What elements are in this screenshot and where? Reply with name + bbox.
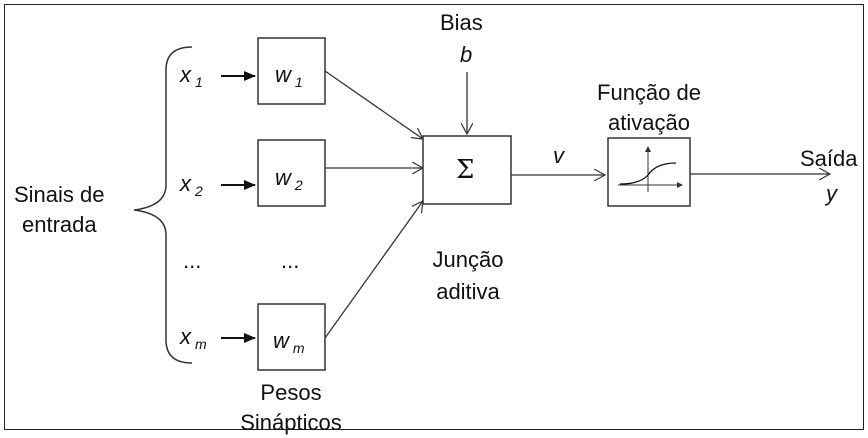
input-signals-label: Sinais de entrada	[14, 180, 105, 240]
w2-subscript: 2	[294, 177, 303, 193]
synaptic-weights-line1: Pesos	[260, 380, 322, 405]
wm-subscript: m	[292, 340, 305, 356]
wm-to-sum-arrow	[324, 201, 423, 339]
diagram-frame	[4, 4, 864, 430]
summing-junction-line2: aditiva	[436, 279, 500, 304]
w1-symbol: w	[275, 62, 291, 87]
x1-symbol: x	[180, 62, 191, 87]
activation-line2: ativação	[608, 110, 690, 135]
sigmoid-graph-icon	[618, 146, 683, 192]
xm-symbol: x	[180, 324, 191, 349]
wm-symbol: w	[273, 328, 289, 353]
w2-symbol: w	[275, 165, 291, 190]
synaptic-weights-label: Pesos Sinápticos	[226, 378, 356, 438]
xm-subscript: m	[195, 336, 207, 352]
w1-subscript: 1	[294, 74, 303, 90]
summing-junction-box	[422, 135, 512, 205]
summing-junction-line1: Junção	[432, 247, 504, 272]
sum-symbol: Σ	[456, 155, 475, 185]
weight-ellipsis: ...	[281, 248, 300, 273]
output-symbol: y	[826, 181, 837, 206]
summing-junction-label: Junção aditiva	[408, 244, 528, 308]
bias-symbol: b	[460, 42, 473, 67]
x2-subscript: 2	[195, 183, 203, 199]
x1-subscript: 1	[195, 74, 203, 90]
x2-symbol: x	[180, 171, 191, 196]
input-brace	[133, 46, 193, 364]
activation-line1: Função de	[597, 80, 701, 105]
activation-function-label: Função de ativação	[574, 78, 724, 138]
weight-box-1	[257, 37, 326, 105]
input-signals-line2: entrada	[22, 212, 97, 237]
input-ellipsis: ...	[183, 248, 202, 273]
induced-field-symbol: v	[553, 143, 564, 168]
output-title: Saída	[800, 146, 858, 171]
synaptic-weights-line2: Sinápticos	[240, 410, 342, 435]
bias-title: Bias	[440, 10, 483, 35]
input-signals-line1: Sinais de	[14, 182, 105, 207]
weight-box-2	[257, 139, 326, 207]
w1-to-sum-arrow	[324, 70, 423, 139]
